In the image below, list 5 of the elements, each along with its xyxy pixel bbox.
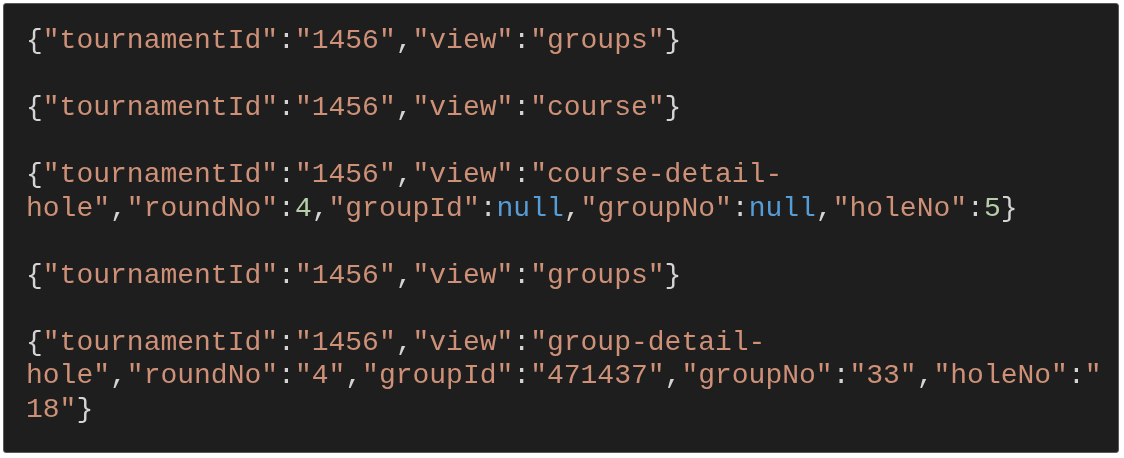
code-line: {"tournamentId":"1456","view":"course-detail-hole","roundNo":4,"groupId":null,"groupNo":null,"holeNo":5} xyxy=(26,158,1019,225)
code-line: {"tournamentId":"1456","view":"groups"} xyxy=(26,24,683,58)
code-line: {"tournamentId":"1456","view":"group-detail-hole","roundNo":"4","groupId":"471437","groupNo":"33","holeNo":"18"} xyxy=(26,325,1103,426)
code-line: {"tournamentId":"1456","view":"course"} xyxy=(26,91,683,125)
code-line: {"tournamentId":"1456","view":"groups"} xyxy=(26,258,683,292)
